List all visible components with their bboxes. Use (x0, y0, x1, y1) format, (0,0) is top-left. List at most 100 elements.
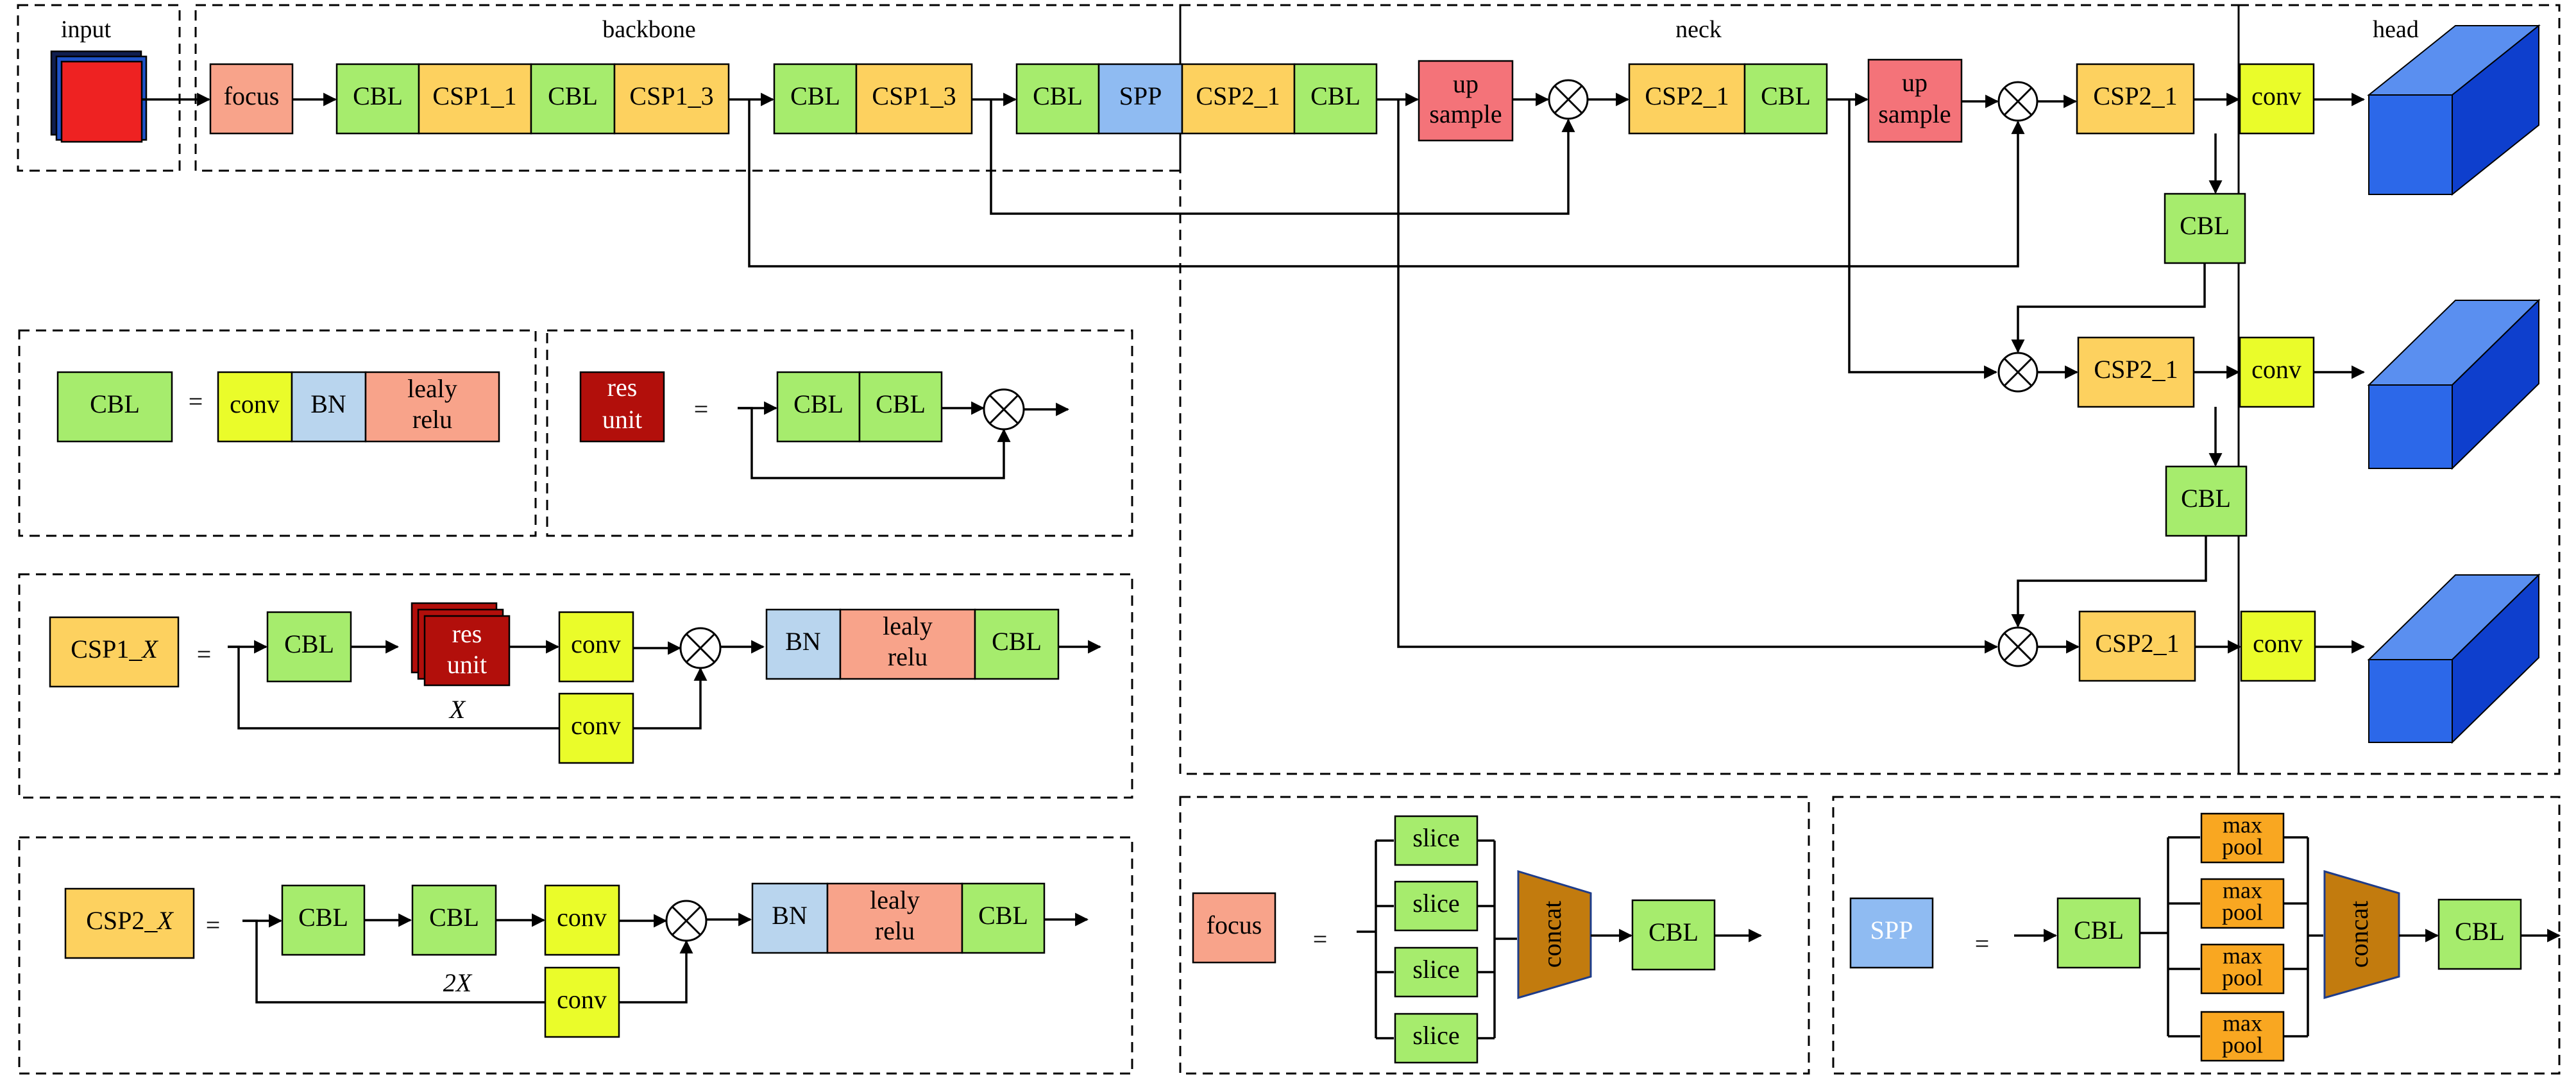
input-image-stack-icon (50, 50, 148, 143)
svg-text:max: max (2223, 877, 2262, 903)
svg-text:concat: concat (1538, 901, 1566, 968)
backbone-cbl-block-3: CBL (773, 63, 858, 135)
legend-spp-cbl-block: CBL (2056, 897, 2141, 969)
backbone-cbl-block-4: CBL (1015, 63, 1100, 135)
head-conv-block-3: conv (2240, 610, 2316, 682)
svg-text:CBL: CBL (793, 389, 843, 418)
legend-csp1-conv-block-2: conv (558, 692, 634, 764)
legend-csp1-equals: = (197, 640, 212, 669)
legend-spp-cbl-block-2: CBL (2437, 898, 2522, 970)
svg-text:conv: conv (571, 711, 621, 740)
head-conv-block-1: conv (2239, 63, 2315, 135)
neck-upsample-block-2: up sample (1867, 58, 1963, 143)
svg-text:conv: conv (557, 985, 607, 1014)
concat-circle-4-icon (1997, 626, 2038, 667)
cbl-legend-region (18, 329, 537, 537)
svg-text:lealy: lealy (883, 612, 933, 640)
legend-focus-concat-trapezoid: concat (1517, 869, 1592, 1000)
backbone-csp1-3-block-1: CSP1_3 (613, 63, 730, 135)
svg-text:max: max (2223, 943, 2262, 968)
svg-text:conv: conv (230, 389, 280, 418)
svg-text:CBL: CBL (284, 629, 334, 658)
svg-text:BN: BN (310, 389, 346, 418)
legend-res-unit-equals: = (694, 395, 709, 424)
svg-text:max: max (2223, 812, 2262, 837)
legend-cbl-equals: = (189, 387, 203, 416)
legend-csp1-x-label: X (448, 695, 466, 724)
svg-text:max: max (2223, 1010, 2262, 1036)
legend-res-unit-block: res unit (579, 371, 665, 443)
legend-res-cbl-block-2: CBL (858, 371, 943, 443)
svg-text:conv: conv (571, 629, 621, 658)
legend-focus-block: focus (1192, 892, 1276, 964)
neck-csp2-1-block-5: CSP2_1 (2078, 610, 2196, 682)
svg-text:res: res (452, 619, 482, 648)
legend-res-cbl-block-1: CBL (776, 371, 861, 443)
svg-text:conv: conv (2251, 81, 2301, 110)
neck-cbl-block-2: CBL (1743, 63, 1828, 135)
legend-cbl-bn-block: BN (291, 371, 367, 443)
svg-text:slice: slice (1412, 1021, 1459, 1050)
neck-cbl-block-1: CBL (1293, 63, 1378, 135)
svg-text:CSP1_3: CSP1_3 (872, 81, 956, 110)
backbone-region-label: backbone (602, 16, 696, 43)
neck-csp2-1-block-2: CSP2_1 (1628, 63, 1746, 135)
output-cube-large-icon (2367, 24, 2541, 196)
svg-text:pool: pool (2222, 964, 2263, 990)
output-cube-medium-icon (2367, 298, 2541, 470)
backbone-cbl-block-1: CBL (335, 63, 420, 135)
svg-text:CBL: CBL (548, 81, 598, 110)
svg-text:CBL: CBL (2074, 916, 2124, 945)
svg-text:CBL: CBL (1761, 81, 1811, 110)
svg-text:pool: pool (2222, 1032, 2263, 1057)
head-region (2237, 4, 2561, 775)
svg-text:CBL: CBL (876, 389, 926, 418)
focus-legend-region (1179, 796, 1810, 1075)
input-region-label: input (61, 16, 112, 43)
backbone-csp1-1-block: CSP1_1 (418, 63, 532, 135)
legend-cbl-block: CBL (56, 371, 173, 443)
legend-cbl-leaky-relu-block: lealy relu (364, 371, 500, 443)
svg-text:CSP1_X: CSP1_X (71, 635, 158, 663)
legend-csp1-concat-circle-icon (679, 627, 722, 669)
legend-csp1-cbl-block-2: CBL (974, 608, 1060, 680)
neck-region-label: neck (1675, 16, 1722, 43)
svg-text:CSP2_1: CSP2_1 (2095, 629, 2179, 658)
svg-text:relu: relu (412, 405, 452, 434)
legend-csp1-leaky-relu-block: lealy relu (839, 608, 976, 680)
backbone-focus-block: focus (209, 63, 294, 135)
svg-text:SPP: SPP (1119, 81, 1162, 110)
legend-csp2-conv-block-1: conv (544, 884, 620, 956)
svg-text:CBL: CBL (2180, 211, 2230, 240)
legend-csp1-x-block: CSP1_X (49, 616, 180, 688)
svg-text:lealy: lealy (870, 886, 920, 914)
concat-circle-3-icon (1997, 352, 2038, 393)
neck-upsample-block-1: up sample (1418, 60, 1514, 142)
legend-cbl-conv-block: conv (217, 371, 293, 443)
svg-text:relu: relu (875, 916, 915, 945)
legend-csp2-equals: = (206, 911, 221, 939)
svg-text:sample: sample (1878, 99, 1951, 128)
legend-focus-slice-block-4: slice (1394, 1013, 1479, 1064)
concat-circle-2-icon (1997, 81, 2038, 122)
svg-text:CBL: CBL (978, 901, 1028, 930)
concat-circle-1-icon (1548, 79, 1589, 120)
svg-text:CSP2_1: CSP2_1 (1196, 81, 1280, 110)
legend-csp2-bn-block: BN (751, 882, 829, 954)
svg-text:CBL: CBL (1310, 81, 1360, 110)
legend-csp1-bn-block: BN (765, 608, 842, 680)
csp1-legend-region (18, 573, 1133, 799)
csp2-legend-region (18, 836, 1133, 1075)
svg-text:CBL: CBL (353, 81, 403, 110)
legend-res-add-circle-icon (983, 388, 1025, 431)
output-cube-small-icon (2367, 573, 2541, 744)
svg-text:lealy: lealy (407, 374, 457, 403)
legend-csp1-conv-block-1: conv (558, 611, 634, 683)
svg-text:slice: slice (1412, 889, 1459, 918)
legend-csp2-conv-block-2: conv (544, 966, 620, 1038)
neck-cbl-block-3: CBL (2164, 193, 2246, 264)
neck-csp2-1-block-3: CSP2_1 (2076, 63, 2195, 135)
svg-text:CSP2_1: CSP2_1 (2093, 81, 2177, 110)
svg-text:conv: conv (557, 903, 607, 932)
svg-text:unit: unit (447, 650, 487, 679)
